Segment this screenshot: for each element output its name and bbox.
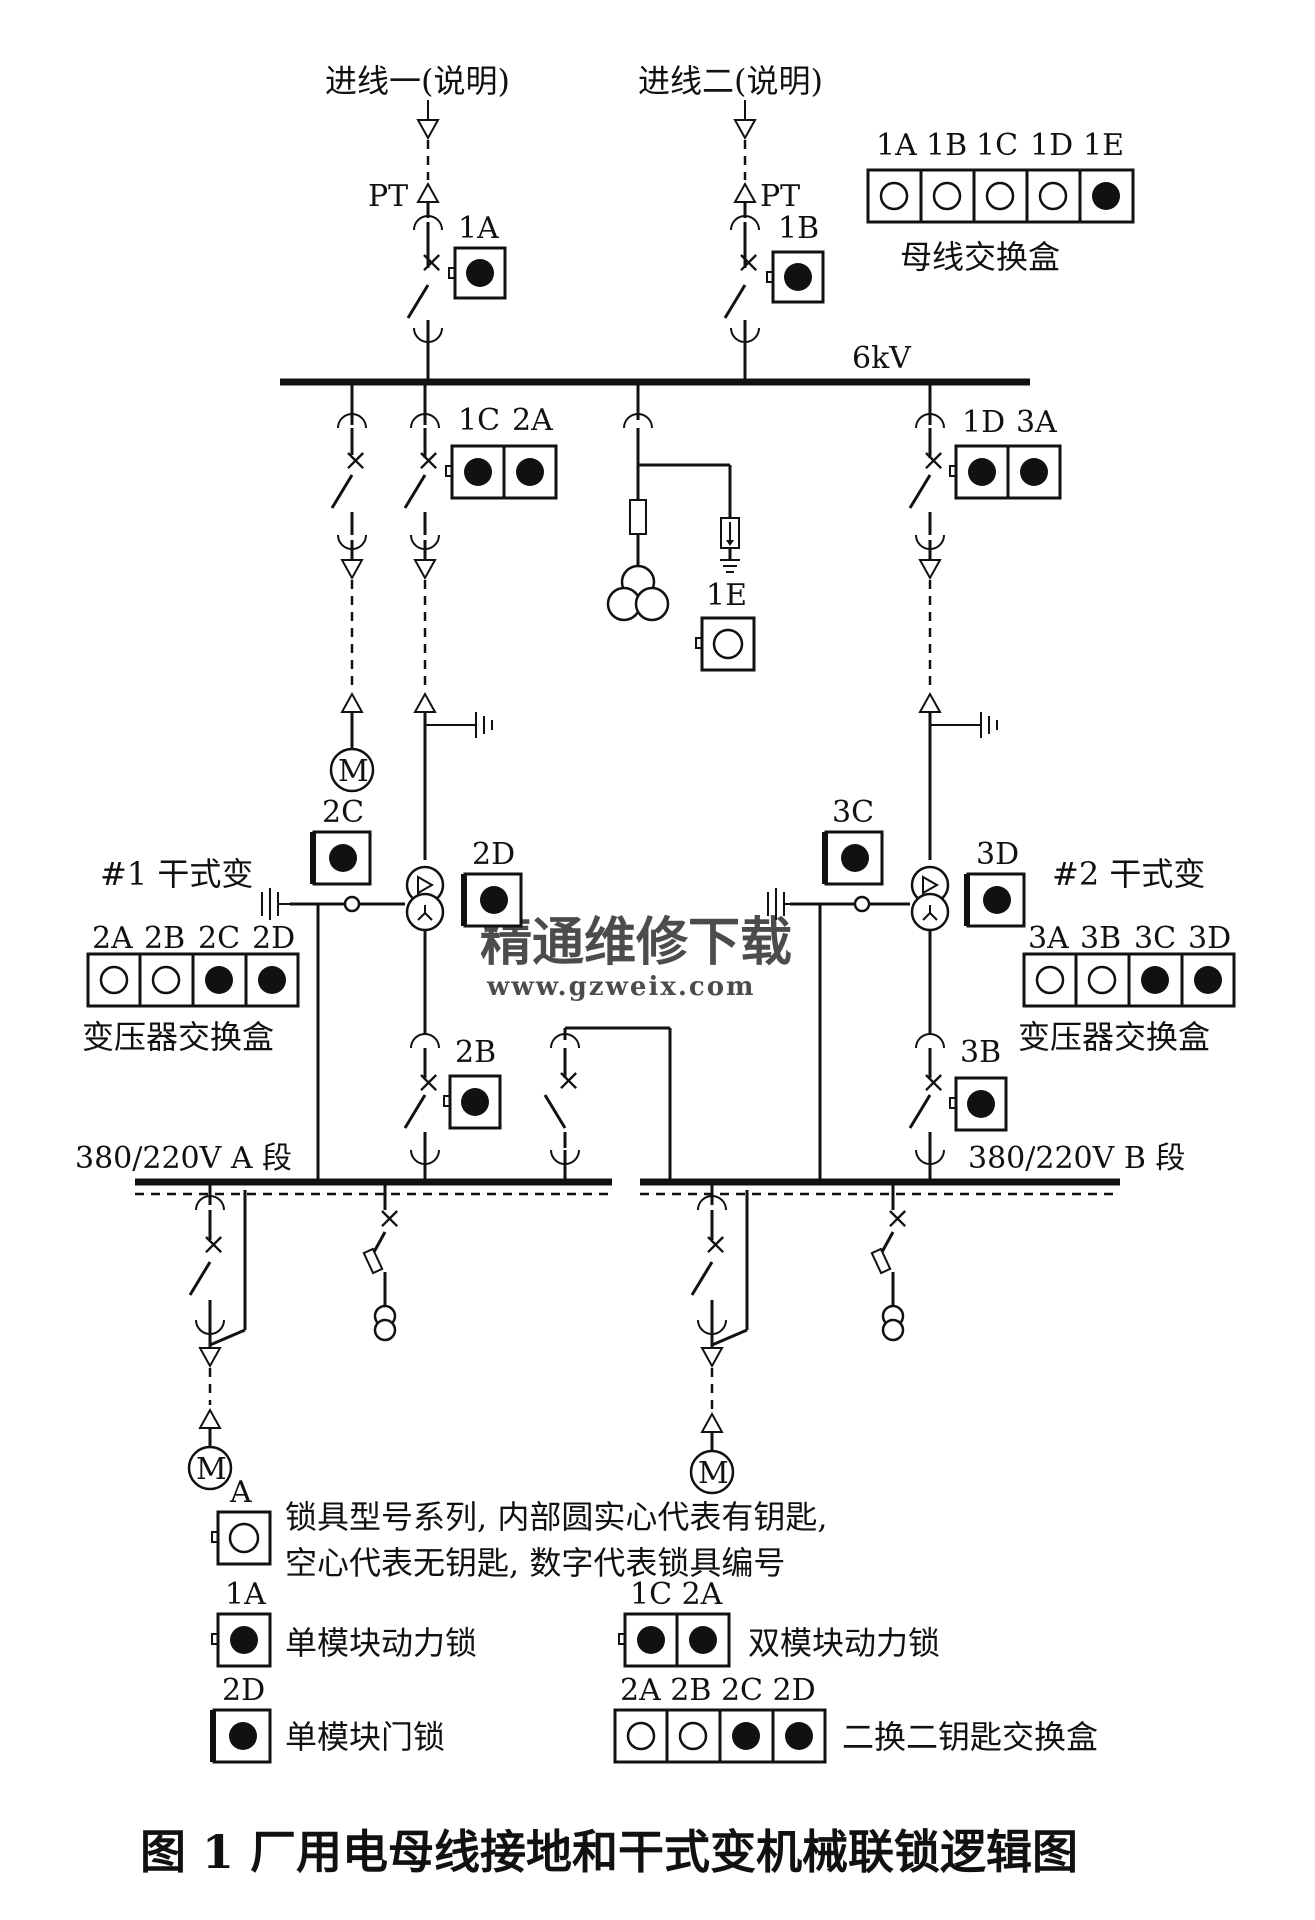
svg-text:×: × [556, 1063, 581, 1098]
svg-text:×: × [343, 443, 368, 478]
trans-1-box-key-2A: 2A [92, 921, 133, 956]
lock-1B: 1B [766, 211, 825, 304]
figure-caption: 图 1 厂用电母线接地和干式变机械联锁逻辑图 [140, 1825, 1078, 1879]
lock-1D-3A: 1D 3A [949, 405, 1062, 500]
b-motor-feeder: × M [689, 1182, 749, 1495]
bus-box-key-1E: 1E [1083, 128, 1124, 163]
bus-box-key-1B: 1B [926, 128, 967, 163]
lock-3B-label: 3B [960, 1035, 1001, 1070]
legend-type-label: A [229, 1475, 252, 1510]
svg-text:×: × [416, 443, 441, 478]
lock-2A-label: 2A [512, 403, 553, 438]
incoming-line-2: 进线二(说明) PT × [638, 62, 823, 380]
lock-2D-label: 2D [472, 837, 515, 872]
lock-1E-label: 1E [706, 578, 747, 613]
trans-2-box-key-3D: 3D [1188, 921, 1231, 956]
bus-box-key-1C: 1C [976, 128, 1018, 163]
lock-3A-label: 3A [1016, 405, 1057, 440]
trans-2-box-label: 变压器交换盒 [1018, 1018, 1210, 1056]
bus-tie: × [543, 1026, 672, 1182]
legend-single-power-text: 单模块动力锁 [285, 1624, 477, 1662]
lock-3D-label: 3D [976, 837, 1019, 872]
feeder-motor-1: × M [329, 382, 375, 793]
legend: A 锁具型号系列, 内部圆实心代表有钥匙, 空心代表无钥匙, 数字代表锁具编号 … [210, 1475, 1098, 1764]
trans-2-box-key-3A: 3A [1028, 921, 1069, 956]
legend-exchange-labels: 2A 2B 2C 2D [620, 1673, 816, 1708]
trans-2-label: #2 干式变 [1052, 855, 1205, 893]
lock-1C-label: 1C [458, 403, 500, 438]
svg-text:×: × [736, 245, 761, 280]
bus-box-key-1A: 1A [876, 128, 917, 163]
svg-text:×: × [201, 1227, 226, 1262]
bus-6kv-label: 6kV [852, 341, 912, 376]
pt-label-1: PT [368, 179, 408, 214]
b-small-transformer: × [870, 1182, 910, 1342]
trans-2-exchange-box: 3A 3B 3C 3D 变压器交换盒 [1018, 921, 1236, 1056]
lock-3C: 3C [822, 795, 884, 886]
lock-2B-label: 2B [455, 1035, 496, 1070]
watermark-line1: 精通维修下载 [480, 912, 792, 973]
legend-door-label: 2D [222, 1673, 265, 1708]
trans-1-exchange-box: 2A 2B 2C 2D 变压器交换盒 [82, 921, 300, 1056]
lock-1B-label: 1B [778, 211, 819, 246]
trans-2-box-key-3B: 3B [1080, 921, 1121, 956]
legend-double-power-labels: 1C 2A [630, 1577, 723, 1612]
lock-1C-2A: 1C 2A [445, 403, 558, 500]
svg-text:×: × [885, 1201, 910, 1236]
bus-box-key-1D: 1D [1030, 128, 1073, 163]
bus-b-label: 380/220V B 段 [968, 1141, 1185, 1176]
incoming-line-2-label: 进线二(说明) [638, 62, 823, 100]
lock-3D: 3D [964, 837, 1026, 928]
lock-2D: 2D [461, 837, 523, 928]
incoming-line-1-label: 进线一(说明) [325, 62, 510, 100]
legend-exchange-text: 二换二钥匙交换盒 [842, 1718, 1098, 1756]
legend-single-power-label: 1A [225, 1577, 266, 1612]
legend-type-text-1: 锁具型号系列, 内部圆实心代表有钥匙, [285, 1498, 828, 1536]
trans-1-box-key-2B: 2B [144, 921, 185, 956]
bus-exchange-box: 1A 1B 1C 1D 1E 母线交换盒 [866, 128, 1135, 276]
svg-text:×: × [921, 443, 946, 478]
bus-box-label: 母线交换盒 [900, 238, 1060, 276]
lock-2C: 2C [310, 795, 372, 886]
feeder-trans-2-hv: × × [908, 382, 998, 1182]
trans-1-label: #1 干式变 [100, 855, 253, 893]
svg-text:×: × [377, 1201, 402, 1236]
a-motor-feeder: × M [187, 1182, 247, 1491]
svg-text:×: × [703, 1227, 728, 1262]
trans-1-box-key-2D: 2D [252, 921, 295, 956]
feeder-trans-1-hv: × × [403, 382, 493, 1182]
trans-1-box-key-2C: 2C [198, 921, 240, 956]
trans-2-area: #2 干式变 [767, 855, 1205, 1182]
a-small-transformer: × [362, 1182, 402, 1342]
motor-1-symbol: M [338, 754, 369, 789]
bus-a-label: 380/220V A 段 [75, 1141, 292, 1176]
incoming-line-1: 进线一(说明) PT × [325, 62, 510, 380]
lock-1A: 1A [448, 211, 507, 300]
station-transformer-branch [606, 382, 740, 622]
trans-1-box-label: 变压器交换盒 [82, 1018, 274, 1056]
svg-text:×: × [416, 1065, 441, 1100]
legend-door-text: 单模块门锁 [285, 1718, 445, 1756]
svg-text:×: × [419, 245, 444, 280]
svg-text:×: × [921, 1065, 946, 1100]
trans-2-box-key-3C: 3C [1134, 921, 1176, 956]
legend-double-power-text: 双模块动力锁 [748, 1624, 940, 1662]
lock-1E: 1E [695, 578, 756, 672]
trans-1-area: #1 干式变 [100, 855, 405, 1182]
motor-a-symbol: M [196, 1452, 227, 1487]
lock-2B: 2B [443, 1035, 502, 1130]
legend-type-text-2: 空心代表无钥匙, 数字代表锁具编号 [285, 1544, 785, 1582]
lock-3B: 3B [949, 1035, 1008, 1132]
pt-label-2: PT [760, 179, 800, 214]
lock-2C-label: 2C [322, 795, 364, 830]
lock-1A-label: 1A [458, 211, 499, 246]
lock-3C-label: 3C [832, 795, 874, 830]
watermark-line2: www.gzweix.com [486, 972, 756, 1002]
motor-b-symbol: M [698, 1456, 729, 1491]
lock-1D-label: 1D [962, 405, 1005, 440]
